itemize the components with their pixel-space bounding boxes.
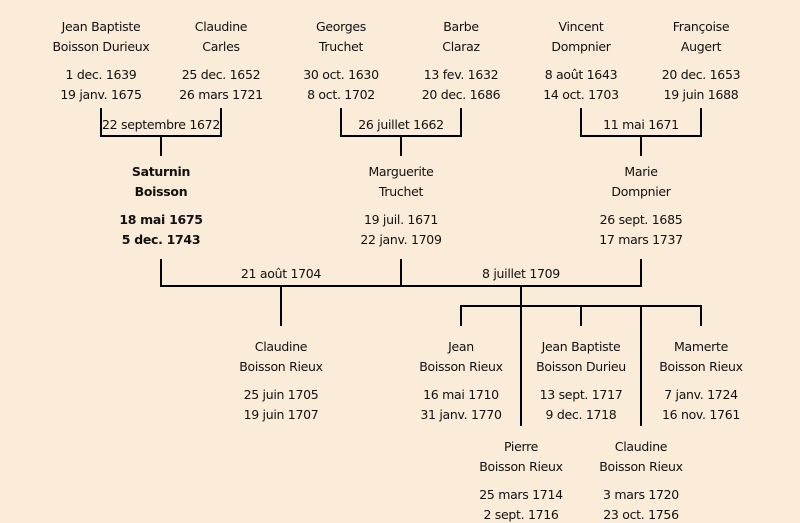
person-death-date: 17 mars 1737 [599, 232, 683, 247]
person-birth-date: 7 janv. 1724 [664, 387, 738, 402]
person-first-name: Françoise [672, 19, 730, 34]
person-death-date: 16 nov. 1761 [661, 407, 741, 422]
connector-boisson-carles [100, 108, 222, 156]
person-last-name: Boisson Rieux [599, 459, 683, 474]
person-death-date: 19 juin 1707 [243, 407, 319, 422]
connector-dompnier-augert [580, 108, 702, 156]
person-birth-date: 18 mai 1675 [119, 212, 203, 227]
connector-truchet-claraz [340, 108, 462, 156]
marriage-date: 26 juillet 1662 [358, 117, 444, 132]
person-birth-date: 25 mars 1714 [479, 487, 563, 502]
person-first-name: Claudine [194, 19, 248, 34]
person-first-name: Jean Baptiste [61, 19, 141, 34]
person-birth-date: 13 sept. 1717 [539, 387, 623, 402]
marriage-date: 21 août 1704 [240, 266, 322, 281]
person-last-name: Augert [680, 39, 722, 54]
person-first-name: Marie [624, 164, 658, 179]
person-last-name: Truchet [378, 184, 424, 199]
person-last-name: Truchet [318, 39, 364, 54]
person-death-date: 9 dec. 1718 [545, 407, 617, 422]
person-last-name: Dompnier [551, 39, 611, 54]
person-birth-date: 25 juin 1705 [243, 387, 319, 402]
person-death-date: 31 janv. 1770 [420, 407, 502, 422]
person-last-name: Boisson Durieux [52, 39, 150, 54]
person-first-name: Mamerte [674, 339, 728, 354]
person-birth-date: 30 oct. 1630 [303, 67, 379, 82]
person-last-name: Boisson Durieu [536, 359, 626, 374]
person-birth-date: 16 mai 1710 [423, 387, 499, 402]
person-last-name: Dompnier [611, 184, 671, 199]
person-birth-date: 20 dec. 1653 [661, 67, 741, 82]
person-last-name: Boisson [134, 184, 188, 199]
person-last-name: Boisson Rieux [659, 359, 743, 374]
connector-children-second-marriage [460, 286, 702, 426]
person-last-name: Carles [202, 39, 240, 54]
person-birth-date: 8 août 1643 [544, 67, 618, 82]
person-birth-date: 19 juil. 1671 [363, 212, 439, 227]
person-death-date: 22 janv. 1709 [360, 232, 442, 247]
connector-parents [160, 259, 642, 287]
person-birth-date: 25 dec. 1652 [181, 67, 261, 82]
person-last-name: Boisson Rieux [479, 459, 563, 474]
person-first-name: Saturnin [131, 164, 191, 179]
person-death-date: 19 juin 1688 [663, 87, 739, 102]
person-death-date: 19 janv. 1675 [60, 87, 142, 102]
person-first-name: Marguerite [368, 164, 434, 179]
person-death-date: 20 dec. 1686 [421, 87, 501, 102]
marriage-date: 11 mai 1671 [603, 117, 679, 132]
marriage-date: 22 septembre 1672 [102, 117, 220, 132]
person-first-name: Jean Baptiste [541, 339, 621, 354]
person-first-name: Pierre [503, 439, 539, 454]
person-death-date: 23 oct. 1756 [603, 507, 679, 522]
person-first-name: Jean [448, 339, 474, 354]
person-death-date: 26 mars 1721 [179, 87, 263, 102]
person-first-name: Claudine [614, 439, 668, 454]
person-birth-date: 13 fev. 1632 [423, 67, 499, 82]
person-birth-date: 26 sept. 1685 [599, 212, 683, 227]
person-death-date: 5 dec. 1743 [121, 232, 201, 247]
person-birth-date: 1 dec. 1639 [65, 67, 137, 82]
person-first-name: Georges [316, 19, 366, 34]
person-last-name: Claraz [442, 39, 480, 54]
person-death-date: 14 oct. 1703 [543, 87, 619, 102]
person-first-name: Claudine [254, 339, 308, 354]
person-death-date: 2 sept. 1716 [483, 507, 559, 522]
person-first-name: Vincent [558, 19, 604, 34]
person-birth-date: 3 mars 1720 [603, 487, 679, 502]
person-death-date: 8 oct. 1702 [307, 87, 375, 102]
person-last-name: Boisson Rieux [239, 359, 323, 374]
person-first-name: Barbe [443, 19, 479, 34]
marriage-date: 8 juillet 1709 [482, 266, 560, 281]
person-last-name: Boisson Rieux [419, 359, 503, 374]
